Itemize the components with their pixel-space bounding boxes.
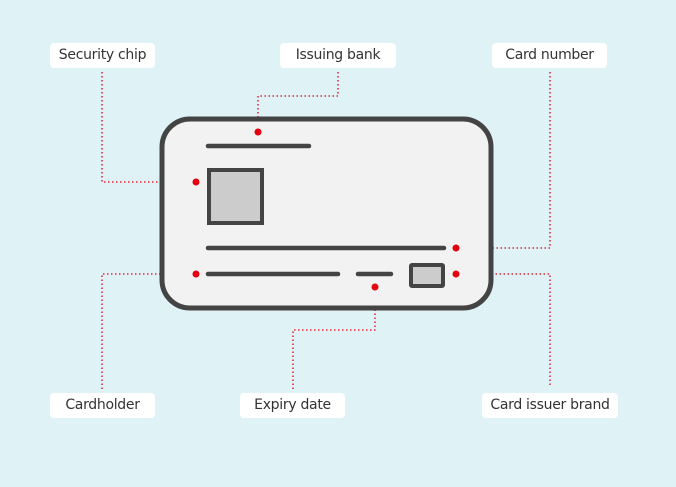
card-issuer-brand-logo (409, 263, 445, 288)
label-security-chip: Security chip (50, 43, 155, 68)
dot-cardholder (192, 270, 200, 278)
label-card-issuer-brand: Card issuer brand (482, 393, 618, 418)
dot-issuing-bank (254, 128, 262, 136)
leader-card-number (456, 72, 551, 249)
label-expiry-date: Expiry date (240, 393, 345, 418)
dot-expiry-date (371, 283, 379, 291)
credit-card (159, 116, 494, 311)
leader-card-issuer-brand (456, 273, 551, 385)
dot-card-issuer-brand (452, 270, 460, 278)
leader-expiry-date (292, 287, 376, 389)
leader-issuing-bank (257, 72, 339, 132)
label-issuing-bank: Issuing bank (280, 43, 396, 68)
dot-card-number (452, 244, 460, 252)
label-cardholder: Cardholder (50, 393, 155, 418)
dot-security-chip (192, 178, 200, 186)
security-chip (207, 168, 264, 225)
label-card-number: Card number (492, 43, 607, 68)
